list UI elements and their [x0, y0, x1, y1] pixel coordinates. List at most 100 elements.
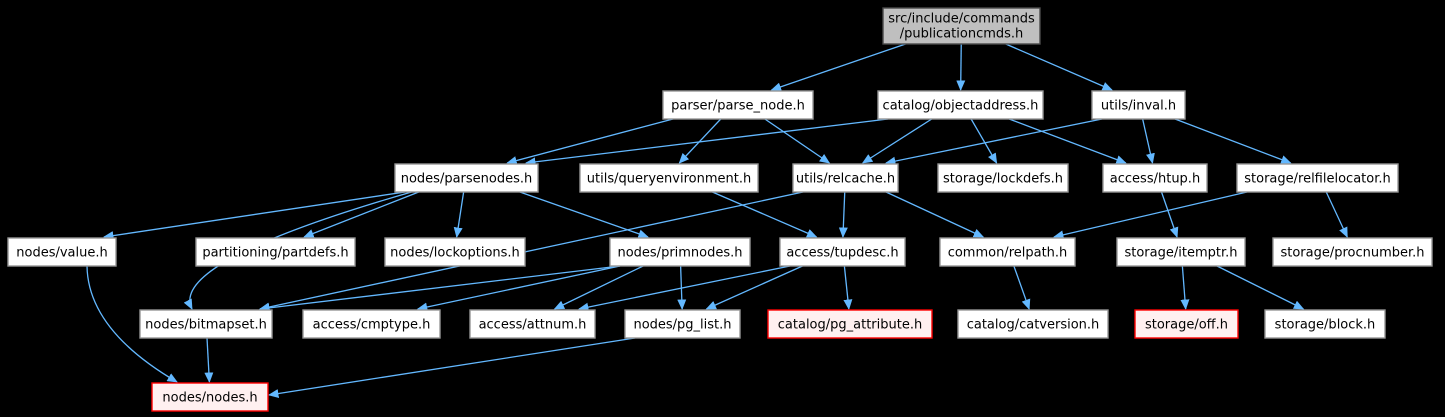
- node-label: catalog/catversion.h: [967, 318, 1100, 333]
- include-edge-primnodes-to-bitmapset: [259, 265, 621, 313]
- graph-node-off[interactable]: storage/off.h: [1134, 309, 1239, 339]
- node-box[interactable]: [624, 309, 741, 339]
- node-label: storage/off.h: [1145, 318, 1228, 333]
- node-box[interactable]: [7, 237, 117, 267]
- include-edge-parsenodes-to-value: [103, 191, 406, 241]
- include-edge-tupdesc-to-pg_attribute: [843, 265, 853, 310]
- node-box[interactable]: [1091, 90, 1186, 120]
- node-label: nodes/lockoptions.h: [390, 246, 520, 261]
- node-label: nodes/bitmapset.h: [145, 318, 267, 333]
- graph-node-htup[interactable]: access/htup.h: [1102, 163, 1208, 193]
- node-box[interactable]: [609, 237, 751, 267]
- node-label: storage/relfilelocator.h: [1244, 172, 1391, 187]
- graph-node-partdefs[interactable]: partitioning/partdefs.h: [195, 237, 356, 267]
- graph-node-lockoptions[interactable]: nodes/lockoptions.h: [384, 237, 526, 267]
- node-box[interactable]: [957, 309, 1109, 339]
- graph-node-tupdesc[interactable]: access/tupdesc.h: [779, 237, 906, 267]
- graph-node-lockdefs[interactable]: storage/lockdefs.h: [937, 163, 1069, 193]
- graph-node-relpath[interactable]: common/relpath.h: [939, 237, 1076, 267]
- node-label: access/htup.h: [1110, 172, 1200, 187]
- node-box[interactable]: [937, 163, 1069, 193]
- node-label: nodes/pg_list.h: [633, 318, 731, 333]
- node-box[interactable]: [1116, 237, 1246, 267]
- include-edge-objectaddress-to-relcache: [861, 118, 933, 164]
- graph-node-objectaddress[interactable]: catalog/objectaddress.h: [877, 90, 1044, 120]
- include-edge-parsenodes-to-primnodes: [519, 191, 649, 239]
- graph-node-bitmapset[interactable]: nodes/bitmapset.h: [139, 309, 273, 339]
- include-edge-objectaddress-to-parsenodes: [525, 118, 889, 167]
- node-label: storage/block.h: [1275, 318, 1376, 333]
- graph-node-nodes[interactable]: nodes/nodes.h: [151, 382, 269, 412]
- graph-node-procnumber[interactable]: storage/procnumber.h: [1272, 237, 1433, 267]
- node-label: access/attnum.h: [479, 318, 587, 333]
- include-edge-parsenodes-to-lockoptions: [453, 191, 465, 238]
- graph-node-queryenvironment[interactable]: utils/queryenvironment.h: [579, 163, 759, 193]
- graph-node-pg_list[interactable]: nodes/pg_list.h: [624, 309, 741, 339]
- node-box[interactable]: [384, 237, 526, 267]
- include-edge-publicationcmds-to-inval: [1005, 43, 1113, 91]
- node-box[interactable]: [394, 163, 539, 193]
- node-box[interactable]: [579, 163, 759, 193]
- node-box[interactable]: [939, 237, 1076, 267]
- node-label: src/include/commands/publicationcmds.h: [888, 12, 1035, 42]
- node-label: storage/itemptr.h: [1124, 246, 1237, 261]
- include-edge-publicationcmds-to-parse_node: [770, 43, 906, 92]
- node-box[interactable]: [779, 237, 906, 267]
- graph-node-primnodes[interactable]: nodes/primnodes.h: [609, 237, 751, 267]
- include-edge-queryenvironment-to-tupdesc: [712, 191, 818, 238]
- node-label: nodes/value.h: [16, 246, 107, 261]
- node-box[interactable]: [882, 7, 1041, 45]
- node-label: access/cmptype.h: [313, 318, 431, 333]
- graph-node-catversion[interactable]: catalog/catversion.h: [957, 309, 1109, 339]
- include-edge-parsenodes-to-partdefs: [303, 191, 419, 238]
- node-label: utils/queryenvironment.h: [587, 172, 751, 187]
- node-box[interactable]: [139, 309, 273, 339]
- include-edge-relpath-to-catversion: [1013, 265, 1031, 310]
- node-box[interactable]: [195, 237, 356, 267]
- node-label: utils/inval.h: [1101, 99, 1176, 114]
- node-box[interactable]: [662, 90, 814, 120]
- node-box[interactable]: [1102, 163, 1208, 193]
- include-edge-objectaddress-to-htup: [1008, 118, 1127, 164]
- include-edge-tupdesc-to-attnum: [578, 265, 791, 312]
- graph-node-value[interactable]: nodes/value.h: [7, 237, 117, 267]
- include-edge-inval-to-relcache: [885, 118, 1103, 166]
- graph-node-relcache[interactable]: utils/relcache.h: [792, 163, 899, 193]
- node-box[interactable]: [1236, 163, 1399, 193]
- node-box[interactable]: [151, 382, 269, 412]
- node-label: nodes/nodes.h: [162, 391, 257, 406]
- include-edge-bitmapset-to-nodes: [204, 337, 214, 383]
- node-box[interactable]: [302, 309, 441, 339]
- include-edge-primnodes-to-cmptype: [416, 265, 621, 312]
- graph-node-publicationcmds[interactable]: src/include/commands/publicationcmds.h: [882, 7, 1041, 45]
- node-box[interactable]: [1264, 309, 1386, 339]
- node-box[interactable]: [792, 163, 899, 193]
- graph-node-pg_attribute[interactable]: catalog/pg_attribute.h: [767, 309, 933, 339]
- node-box[interactable]: [1272, 237, 1433, 267]
- graph-node-parse_node[interactable]: parser/parse_node.h: [662, 90, 814, 120]
- include-edge-relfilelocator-to-procnumber: [1325, 191, 1348, 238]
- graph-node-cmptype[interactable]: access/cmptype.h: [302, 309, 441, 339]
- node-box[interactable]: [469, 309, 596, 339]
- graph-node-relfilelocator[interactable]: storage/relfilelocator.h: [1236, 163, 1399, 193]
- graph-node-inval[interactable]: utils/inval.h: [1091, 90, 1186, 120]
- include-edge-relfilelocator-to-relpath: [1053, 191, 1248, 240]
- include-edge-relcache-to-bitmapset: [259, 191, 804, 312]
- node-label: partitioning/partdefs.h: [202, 246, 348, 261]
- include-edge-pg_list-to-nodes: [268, 337, 636, 398]
- graph-node-block[interactable]: storage/block.h: [1264, 309, 1386, 339]
- node-box[interactable]: [877, 90, 1044, 120]
- include-edge-inval-to-relfilelocator: [1174, 118, 1292, 164]
- node-box[interactable]: [1134, 309, 1239, 339]
- node-box[interactable]: [767, 309, 933, 339]
- graph-node-itemptr[interactable]: storage/itemptr.h: [1116, 237, 1246, 267]
- include-edge-htup-to-itemptr: [1160, 191, 1179, 238]
- include-edge-primnodes-to-attnum: [553, 265, 644, 310]
- graph-node-attnum[interactable]: access/attnum.h: [469, 309, 596, 339]
- include-edge-itemptr-to-block: [1216, 265, 1305, 310]
- node-label: parser/parse_node.h: [671, 99, 805, 114]
- include-edge-itemptr-to-off: [1180, 265, 1190, 310]
- graph-node-parsenodes[interactable]: nodes/parsenodes.h: [394, 163, 539, 193]
- node-label: storage/procnumber.h: [1280, 246, 1424, 261]
